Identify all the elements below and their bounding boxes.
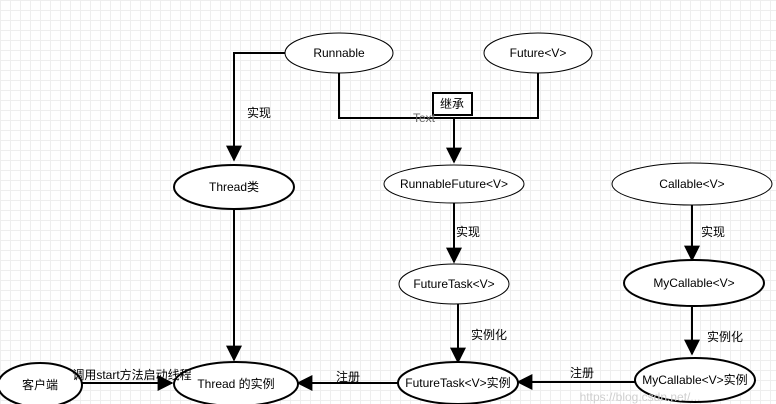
node-runnable-future-label: RunnableFuture<V> (400, 177, 508, 191)
node-thread-instance-label: Thread 的实例 (197, 376, 274, 391)
node-callable-label: Callable<V> (659, 177, 724, 191)
node-future-task[interactable]: FutureTask<V> (398, 263, 510, 305)
node-client[interactable]: 客户端 (0, 362, 83, 404)
node-my-callable-instance-label: MyCallable<V>实例 (642, 372, 747, 387)
watermark: https://blog.csdn.net/... (580, 390, 701, 404)
label-instantiate-my-callable: 实例化 (707, 329, 743, 344)
node-runnable-label: Runnable (313, 46, 365, 60)
node-runnable-future[interactable]: RunnableFuture<V> (383, 164, 525, 204)
node-future-task-label: FutureTask<V> (413, 277, 494, 291)
node-future-task-instance[interactable]: FutureTask<V>实例 (397, 361, 519, 404)
label-call-start: 调用start方法启动线程 (72, 367, 191, 382)
node-future[interactable]: Future<V> (483, 32, 593, 74)
edge-runnable-to-thread-class (226, 52, 286, 162)
label-implements-future-task: 实现 (456, 224, 480, 239)
label-register-thread: 注册 (336, 369, 360, 384)
label-implements-my-callable: 实现 (701, 224, 725, 239)
label-instantiate-future-task: 实例化 (471, 327, 507, 342)
edges (82, 52, 700, 391)
node-my-callable-instance[interactable]: MyCallable<V>实例 (634, 357, 756, 403)
label-register-future-task: 注册 (570, 365, 594, 380)
node-thread-class-label: Thread类 (209, 180, 259, 194)
node-runnable[interactable]: Runnable (284, 32, 394, 74)
node-client-label: 客户端 (22, 377, 58, 392)
node-future-task-instance-label: FutureTask<V>实例 (405, 375, 510, 390)
edge-runnable-to-merge (338, 72, 539, 119)
node-my-callable-label: MyCallable<V> (653, 276, 734, 290)
inherit-label: 继承 (440, 97, 464, 111)
label-text-placeholder: Text (413, 111, 436, 125)
label-implements-thread: 实现 (247, 105, 271, 120)
node-callable[interactable]: Callable<V> (611, 162, 773, 206)
node-my-callable[interactable]: MyCallable<V> (623, 259, 765, 307)
node-thread-class[interactable]: Thread类 (173, 164, 295, 210)
node-future-label: Future<V> (510, 46, 567, 60)
node-thread-instance[interactable]: Thread 的实例 (173, 361, 299, 404)
inherit-label-box[interactable]: 继承 (432, 92, 473, 116)
